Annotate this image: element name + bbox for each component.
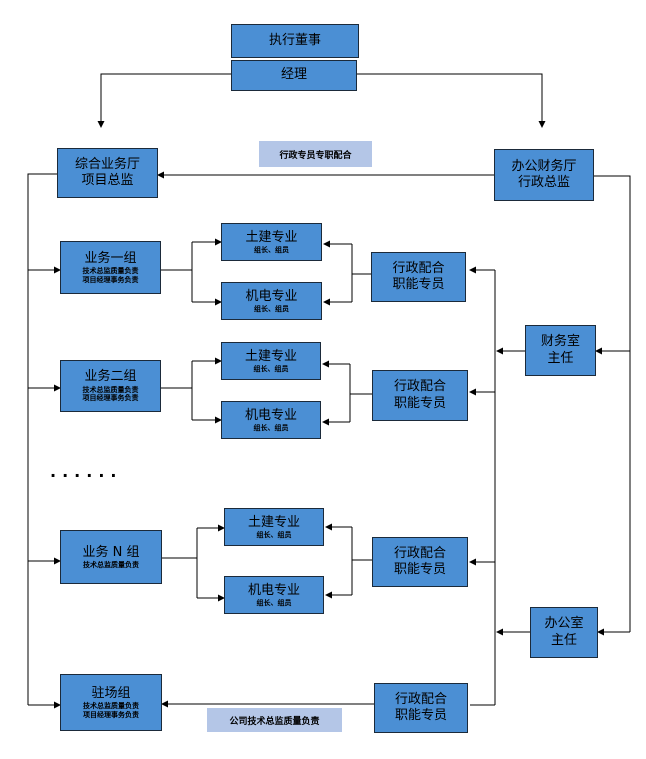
mech-specialty-label: 机电专业: [244, 407, 297, 423]
office-finance-hall-box: 办公财务厅 行政总监: [494, 149, 594, 201]
group-box-2: 业务二组 技术总监质量负责 项目经理事务负责: [60, 360, 161, 412]
manager-box: 经理: [231, 60, 357, 91]
admin-specialist-box: 行政配合 职能专员: [372, 370, 468, 421]
admin-line1: 行政配合: [392, 260, 445, 276]
office-finance-hall-line1: 办公财务厅: [511, 158, 577, 174]
group-sub1: 技术总监质量负责: [83, 702, 139, 711]
admin-line1: 行政配合: [393, 545, 446, 561]
admin-specialist-box: 行政配合 职能专员: [371, 252, 466, 302]
group-sub2: 项目经理事务负责: [82, 394, 139, 403]
group-sub1: 技术总监质量负责: [82, 267, 139, 276]
specialty-members: 组长、组员: [256, 530, 292, 539]
group-sub2: 项目经理事务负责: [82, 275, 139, 284]
admin-support-band: 行政专员专职配合: [259, 141, 372, 167]
admin-line2: 职能专员: [393, 562, 446, 577]
admin-line1: 行政配合: [393, 379, 446, 395]
mech-specialty-box: 机电专业 组长、组员: [224, 576, 324, 614]
civil-specialty-label: 土建专业: [245, 229, 298, 245]
specialty-members: 组长、组员: [253, 364, 289, 373]
admin-line2: 职能专员: [392, 277, 445, 292]
office-line2: 主任: [550, 632, 577, 648]
ceo-box: 执行董事: [231, 24, 359, 58]
more-groups-ellipsis: ......: [50, 462, 123, 481]
business-hall-line2: 项目总监: [81, 173, 134, 188]
civil-specialty-box: 土建专业 组长、组员: [221, 223, 322, 261]
group-sub2: 项目经理事务负责: [83, 710, 139, 719]
civil-specialty-box: 土建专业 组长、组员: [221, 342, 321, 380]
admin-specialist-box: 行政配合 职能专员: [372, 537, 468, 587]
specialty-members: 组长、组员: [253, 423, 289, 432]
ceo-label: 执行董事: [268, 32, 321, 48]
office-line1: 办公室: [544, 616, 584, 632]
group-sub1: 技术总监质量负责: [83, 560, 139, 569]
specialty-members: 组长、组员: [254, 245, 289, 254]
group-sub1: 技术总监质量负责: [82, 385, 139, 394]
group-box-1: 业务一组 技术总监质量负责 项目经理事务负责: [60, 241, 161, 294]
office-director-box: 办公室 主任: [530, 607, 598, 658]
finance-line2: 主任: [547, 350, 574, 366]
civil-specialty-label: 土建专业: [244, 348, 297, 364]
finance-director-box: 财务室 主任: [525, 325, 596, 376]
mech-specialty-label: 机电专业: [245, 288, 298, 304]
quality-band: 公司技术总监质量负责: [207, 708, 342, 732]
specialty-members: 组长、组员: [254, 304, 289, 313]
admin-support-band-label: 行政专员专职配合: [279, 150, 352, 161]
quality-band-label: 公司技术总监质量负责: [229, 716, 320, 727]
manager-label: 经理: [280, 67, 307, 83]
business-hall-line1: 综合业务厅: [74, 156, 140, 172]
finance-line1: 财务室: [540, 334, 580, 350]
group-title: 业务 N 组: [82, 544, 140, 560]
civil-specialty-label: 土建专业: [247, 514, 300, 530]
group-title: 业务一组: [84, 250, 137, 266]
admin-specialist-box: 行政配合 职能专员: [374, 683, 468, 733]
business-hall-box: 综合业务厅 项目总监: [57, 148, 158, 198]
office-finance-hall-line2: 行政总监: [517, 175, 570, 190]
group-title: 驻场组: [91, 685, 131, 701]
mech-specialty-box: 机电专业 组长、组员: [221, 401, 321, 439]
civil-specialty-box: 土建专业 组长、组员: [224, 508, 324, 546]
onsite-group-box: 驻场组 技术总监质量负责 项目经理事务负责: [60, 674, 162, 731]
mech-specialty-label: 机电专业: [247, 582, 300, 598]
group-box-n: 业务 N 组 技术总监质量负责: [60, 530, 162, 584]
admin-line1: 行政配合: [394, 691, 447, 707]
mech-specialty-box: 机电专业 组长、组员: [221, 282, 322, 320]
admin-line2: 职能专员: [394, 708, 447, 723]
specialty-members: 组长、组员: [256, 598, 292, 607]
group-title: 业务二组: [84, 369, 137, 385]
admin-line2: 职能专员: [393, 395, 446, 411]
